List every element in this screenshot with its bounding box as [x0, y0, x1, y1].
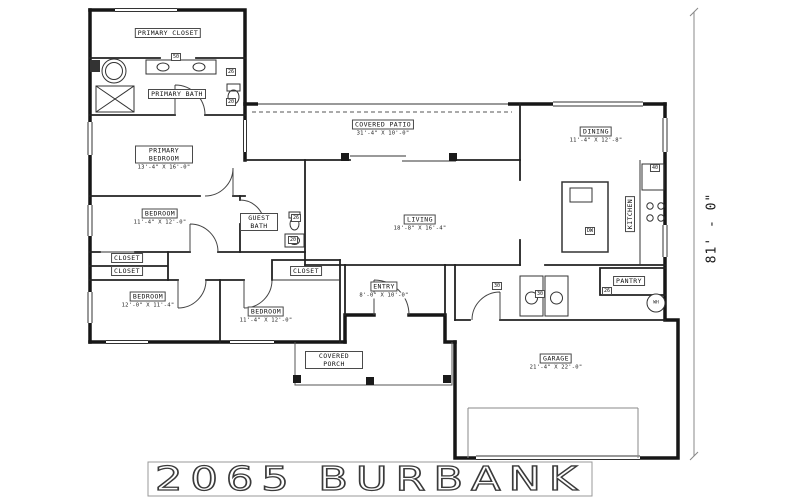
room-name: COVERED PATIO	[351, 119, 415, 130]
room-label-bedroom-back: BEDROOM 12'-0" X 11'-4"	[120, 291, 176, 309]
room-label-primary-closet: PRIMARY CLOSET	[134, 28, 202, 38]
room-label-bedroom-front: BEDROOM 11'-4" X 12'-0"	[238, 306, 294, 324]
room-label-covered-porch: COVERED PORCH	[305, 351, 363, 369]
room-name: LIVING	[404, 214, 436, 225]
room-dimensions: 12'-0" X 11'-4"	[120, 302, 176, 309]
dimension-line	[689, 7, 699, 461]
interior-walls	[89, 57, 666, 343]
room-name: PRIMARY BATH	[148, 89, 206, 99]
room-name: GARAGE	[540, 353, 572, 364]
room-label-guest-bath: GUEST BATH	[240, 213, 278, 231]
room-dimensions: 31'-4" X 10'-0"	[355, 130, 411, 137]
room-label-dining: DINING 11'-4" X 12'-8"	[568, 126, 624, 144]
room-name: BEDROOM	[141, 208, 179, 219]
room-label-closet-b: CLOSET	[111, 266, 143, 276]
room-label-bedroom-left: BEDROOM 11'-4" X 12'-0"	[132, 208, 188, 226]
room-name: GUEST BATH	[240, 213, 278, 231]
room-name: CLOSET	[111, 266, 143, 276]
room-label-entry: ENTRY 8'-0" X 10'-0"	[358, 281, 410, 299]
room-name: CLOSET	[111, 253, 143, 263]
room-dimensions: 21'-4" X 22'-0"	[528, 364, 584, 371]
door-tag: 30	[491, 282, 503, 290]
room-dimensions: 11'-4" X 12'-0"	[132, 219, 188, 226]
door-tag: 26	[290, 214, 302, 222]
door-tag: 26	[225, 68, 237, 76]
room-name: PRIMARY CLOSET	[134, 28, 202, 38]
dishwasher-label: DW	[585, 227, 596, 235]
room-label-primary-bath: PRIMARY BATH	[148, 89, 206, 99]
room-label-closet-a: CLOSET	[111, 253, 143, 263]
title-block: 2065 BURBANK	[147, 458, 593, 499]
door-tag: 30	[534, 290, 546, 298]
room-name: BEDROOM	[129, 291, 167, 302]
overall-dimension-text: 81' - 0"	[704, 192, 720, 264]
room-label-primary-bedroom: PRIMARY BEDROOM 13'-4" X 16'-0"	[135, 145, 193, 171]
columns-posts	[90, 60, 457, 385]
windows	[87, 8, 668, 460]
door-tag: 40	[649, 164, 661, 172]
door-tag: 20	[225, 98, 237, 106]
room-name: PRIMARY BEDROOM	[135, 145, 193, 164]
room-dimensions: 8'-0" X 10'-0"	[358, 292, 410, 299]
room-label-garage: GARAGE 21'-4" X 22'-0"	[528, 353, 584, 371]
plan-title: 2065 BURBANK	[155, 459, 585, 498]
room-name: CLOSET	[290, 266, 322, 276]
room-name: PANTRY	[613, 276, 645, 286]
room-dimensions: 11'-4" X 12'-0"	[238, 317, 294, 324]
room-name: COVERED PORCH	[305, 351, 363, 369]
room-dimensions: 18'-8" X 16'-4"	[392, 225, 448, 232]
door-tag: 50	[170, 53, 182, 61]
room-label-closet-c: CLOSET	[290, 266, 322, 276]
room-name: DINING	[580, 126, 612, 137]
water-heater-label: WH	[653, 300, 659, 306]
room-label-living: LIVING 18'-8" X 16'-4"	[392, 214, 448, 232]
room-dimensions: 11'-4" X 12'-8"	[568, 137, 624, 144]
door-tag: 20	[287, 236, 299, 244]
room-label-kitchen: KITCHEN	[625, 195, 635, 233]
room-name: BEDROOM	[247, 306, 285, 317]
room-label-covered-patio: COVERED PATIO 31'-4" X 10'-0"	[351, 119, 415, 137]
door-tag: 26	[601, 287, 613, 295]
room-name: KITCHEN	[625, 195, 635, 233]
room-label-pantry: PANTRY	[613, 276, 645, 286]
room-dimensions: 13'-4" X 16'-0"	[136, 164, 192, 171]
water-heater-symbol: WH	[646, 293, 666, 313]
room-name: ENTRY	[370, 281, 398, 292]
